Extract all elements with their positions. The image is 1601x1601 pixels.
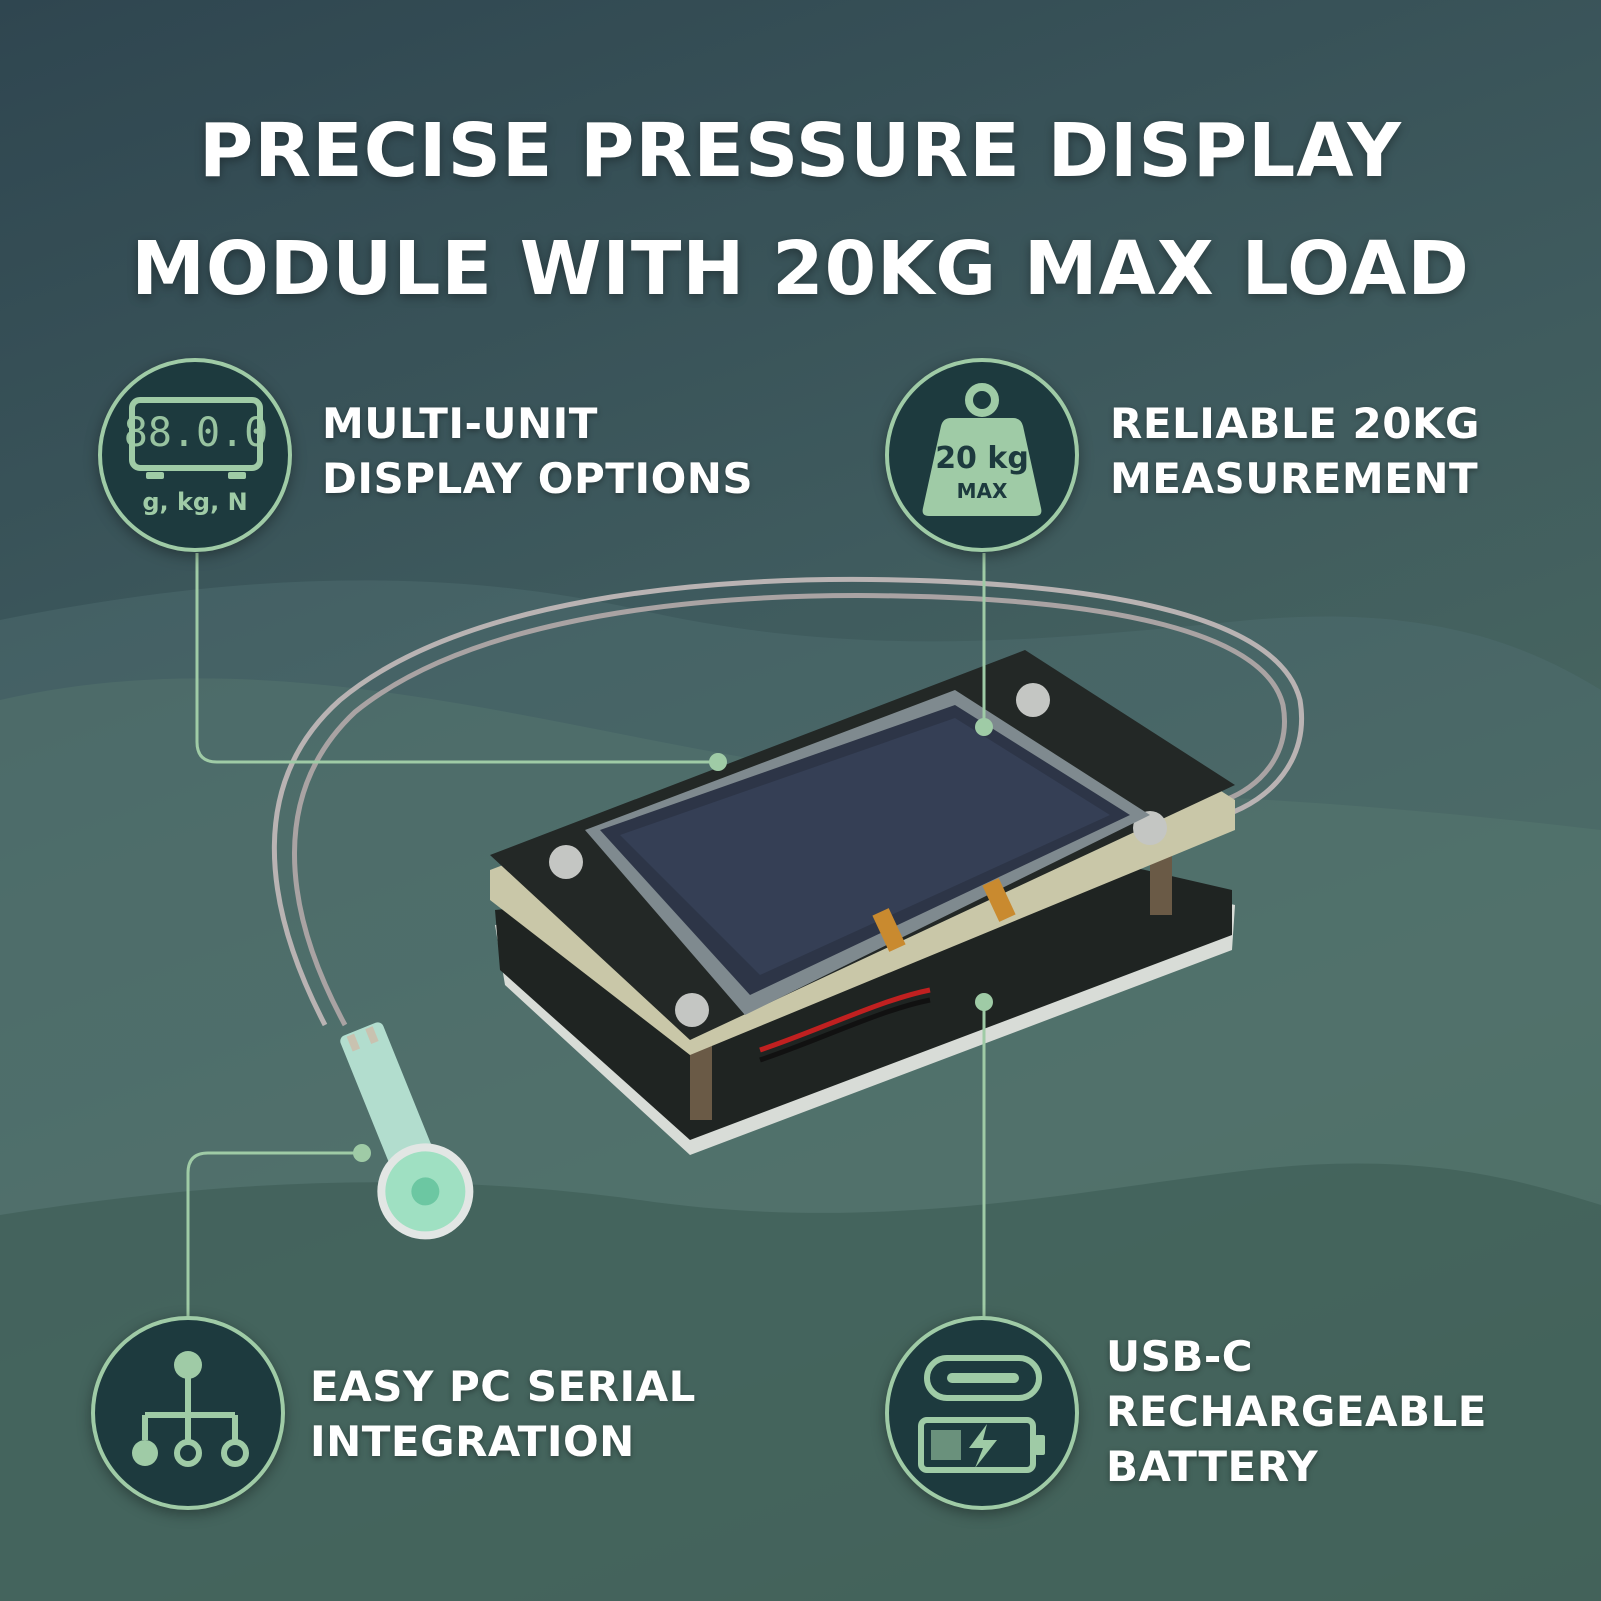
feature-label-line: USB-C	[1106, 1332, 1254, 1381]
sensor-wire	[292, 593, 1287, 1027]
feature-badge-serial	[91, 1316, 285, 1510]
force-sensor	[340, 1022, 474, 1240]
battery-cable	[759, 997, 931, 1063]
screw	[675, 993, 709, 1027]
ribbon-cable	[982, 878, 1016, 922]
battery-cable	[759, 987, 931, 1053]
ribbon-cable	[872, 908, 906, 952]
feature-label-multi-unit: MULTI-UNIT DISPLAY OPTIONS	[322, 396, 753, 506]
screw	[549, 845, 583, 879]
feature-label-line: RECHARGEABLE	[1106, 1387, 1487, 1436]
feature-label-line: RELIABLE 20KG	[1110, 399, 1480, 448]
feature-label-serial: EASY PC SERIAL INTEGRATION	[310, 1359, 696, 1469]
feature-label-line: INTEGRATION	[310, 1417, 635, 1466]
lcd-digits: 88.0.0	[124, 410, 269, 456]
feature-label-line: BATTERY	[1106, 1442, 1319, 1491]
feature-label-line: MULTI-UNIT	[322, 399, 598, 448]
page-title: PRECISE PRESSURE DISPLAY MODULE WITH 20K…	[0, 92, 1601, 328]
network-tree-icon	[132, 1351, 249, 1467]
feature-label-max-load: RELIABLE 20KG MEASUREMENT	[1110, 396, 1480, 506]
feature-label-line: EASY PC SERIAL	[310, 1362, 696, 1411]
weight-value: 20 kg	[935, 441, 1029, 476]
page-title-line: MODULE WITH 20KG MAX LOAD	[131, 226, 1470, 312]
screw	[1016, 683, 1050, 717]
standoff	[690, 1040, 712, 1120]
feature-badge-max-load: 20 kg MAX	[885, 358, 1079, 552]
feature-badge-multi-unit: 88.0.0 g, kg, N	[98, 358, 292, 552]
usb-c-battery-icon	[918, 1355, 1045, 1473]
display-screen-shine	[620, 718, 1110, 975]
standoff	[1150, 855, 1172, 915]
weight-icon: 20 kg MAX	[922, 383, 1042, 516]
weight-max: MAX	[957, 479, 1008, 503]
feature-label-line: MEASUREMENT	[1110, 454, 1479, 503]
feature-badge-battery	[885, 1316, 1079, 1510]
lcd-scale-icon: 88.0.0 g, kg, N	[124, 397, 269, 516]
sensor-wire	[271, 576, 1304, 1027]
feature-label-battery: USB-C RECHARGEABLE BATTERY	[1106, 1329, 1487, 1494]
units-text: g, kg, N	[142, 488, 247, 516]
page-title-line: PRECISE PRESSURE DISPLAY	[198, 108, 1403, 194]
feature-label-line: DISPLAY OPTIONS	[322, 454, 754, 503]
screw	[1133, 811, 1167, 845]
